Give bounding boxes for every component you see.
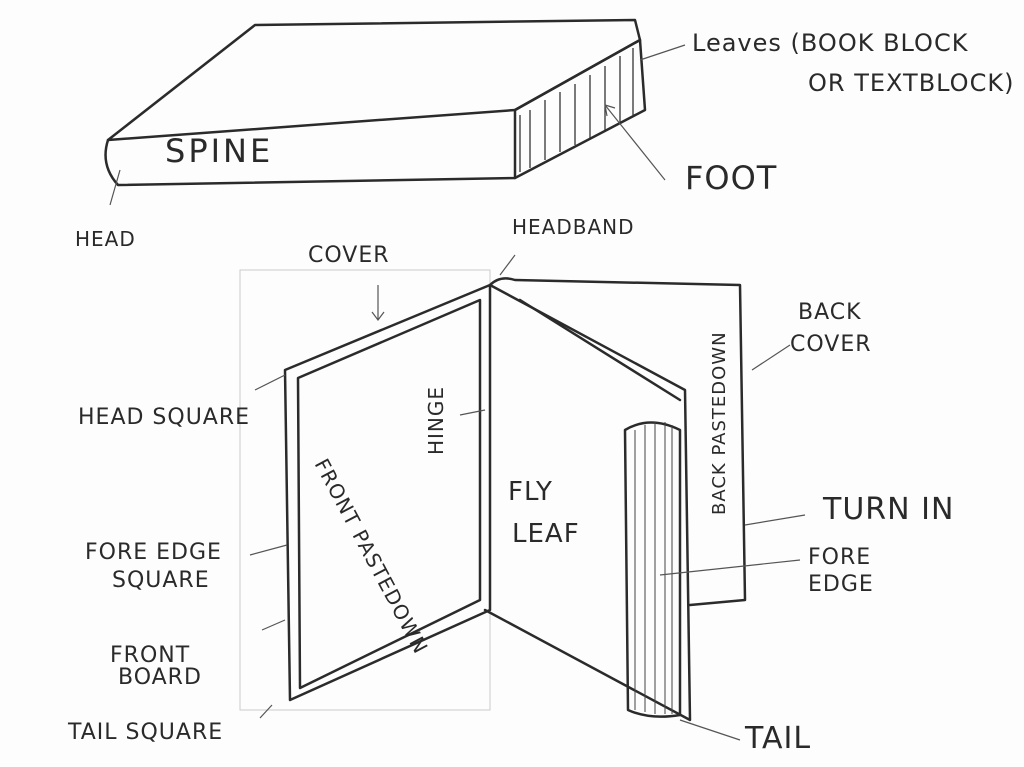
label-front-board-2: BOARD <box>118 665 202 690</box>
label-leaves: Leaves (BOOK BLOCK <box>692 29 969 57</box>
closed-book <box>104 18 647 187</box>
label-back-pastedown: BACK PASTEDOWN <box>709 331 730 515</box>
label-fore-edge-square-2: SQUARE <box>112 568 210 593</box>
label-leaves-2: OR TEXTBLOCK) <box>808 69 1015 97</box>
label-foot: FOOT <box>685 159 778 197</box>
label-fore-edge-square: FORE EDGE <box>85 540 222 565</box>
label-headband: HEADBAND <box>512 215 635 239</box>
label-cover: COVER <box>308 243 390 268</box>
label-fly-leaf-2: LEAF <box>512 519 580 549</box>
label-tail-square: TAIL SQUARE <box>68 720 224 745</box>
label-tail: TAIL <box>745 721 812 756</box>
label-fly-leaf: FLY <box>508 477 553 507</box>
label-head-square: HEAD SQUARE <box>78 405 251 430</box>
label-front-board: FRONT <box>110 643 191 668</box>
label-back-cover: BACK <box>798 300 862 325</box>
label-hinge: HINGE <box>424 385 448 455</box>
label-turn-in: TURN IN <box>823 492 955 527</box>
label-fore-edge-2: EDGE <box>808 572 874 597</box>
label-back-cover-2: COVER <box>790 332 872 357</box>
label-spine: SPINE <box>165 132 274 170</box>
label-head: HEAD <box>75 227 136 251</box>
label-arrows <box>109 44 806 741</box>
label-fore-edge: FORE <box>808 545 872 570</box>
open-book <box>239 269 747 722</box>
